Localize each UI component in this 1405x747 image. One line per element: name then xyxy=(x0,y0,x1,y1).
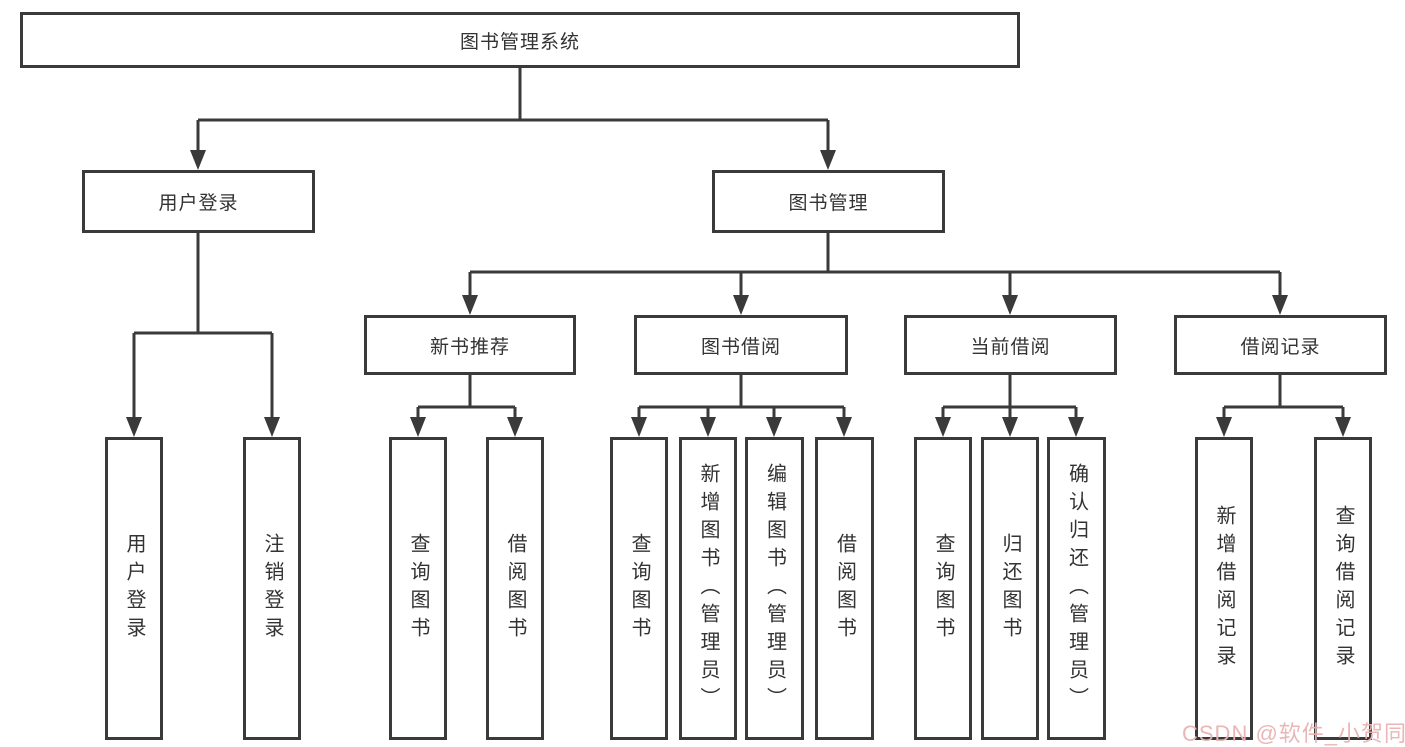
node-nb-query-books: 查询图书 xyxy=(389,437,447,740)
arrowhead-icon xyxy=(126,417,142,437)
node-book-management-branch: 图书管理 xyxy=(712,170,945,233)
node-user-login: 用户登录 xyxy=(105,437,163,740)
connector-records-stem xyxy=(1222,375,1345,420)
arrowhead-icon xyxy=(1272,295,1288,315)
node-cb-return-books: 归还图书 xyxy=(981,437,1039,740)
csdn-watermark: CSDN @软件_小贺同学 xyxy=(1182,721,1405,746)
node-nb-borrow-books: 借阅图书 xyxy=(486,437,544,740)
connector-root-stem xyxy=(196,68,830,152)
node-label: 借阅记录 xyxy=(1240,336,1321,358)
node-book-borrow: 图书借阅 xyxy=(634,315,848,375)
node-label: 注销登录 xyxy=(261,532,283,645)
node-label: 查询图书 xyxy=(932,532,954,645)
arrowhead-icon xyxy=(462,295,478,315)
arrowhead-icon xyxy=(1216,417,1232,437)
node-logout: 注销登录 xyxy=(243,437,301,740)
connector-bookborrow-stem xyxy=(637,375,846,420)
node-current-borrow: 当前借阅 xyxy=(904,315,1117,375)
node-new-book-recommend: 新书推荐 xyxy=(364,315,576,375)
arrowhead-icon xyxy=(820,150,836,170)
node-label: 新书推荐 xyxy=(429,336,510,358)
node-label: 编辑图书（管理员） xyxy=(763,462,786,715)
node-library-system: 图书管理系统 xyxy=(20,12,1020,68)
node-bb-query-books: 查询图书 xyxy=(610,437,668,740)
node-borrow-records: 借阅记录 xyxy=(1174,315,1387,375)
arrowhead-icon xyxy=(935,417,951,437)
arrowhead-icon xyxy=(190,150,206,170)
arrowhead-icon xyxy=(410,417,426,437)
arrowhead-icon xyxy=(700,417,716,437)
node-label: 确认归还（管理员） xyxy=(1065,462,1088,715)
arrowheads xyxy=(126,150,1351,437)
connector-currentborrow-stem xyxy=(941,375,1078,420)
node-br-query-record: 查询借阅记录 xyxy=(1314,437,1372,740)
arrowhead-icon xyxy=(1002,417,1018,437)
node-label: 查询图书 xyxy=(407,532,429,645)
node-label: 新增图书（管理员） xyxy=(697,462,719,715)
node-bb-edit-books-admin: 编辑图书（管理员） xyxy=(745,437,804,740)
node-label: 归还图书 xyxy=(999,532,1021,645)
node-label: 查询图书 xyxy=(628,532,650,645)
node-label: 借阅图书 xyxy=(833,532,856,645)
arrowhead-icon xyxy=(1068,417,1084,437)
node-cb-confirm-return-admin: 确认归还（管理员） xyxy=(1047,437,1106,740)
arrowhead-icon xyxy=(631,417,647,437)
node-label: 图书借阅 xyxy=(700,336,781,358)
connector-newbook-stem xyxy=(416,375,517,420)
node-label: 图书管理系统 xyxy=(459,31,580,53)
node-label: 借阅图书 xyxy=(504,532,526,645)
arrowhead-icon xyxy=(507,417,523,437)
node-label: 图书管理 xyxy=(788,193,869,214)
arrowhead-icon xyxy=(766,417,782,437)
connector-lines xyxy=(132,68,1345,420)
arrowhead-icon xyxy=(836,417,852,437)
node-user-login-branch: 用户登录 xyxy=(82,170,315,233)
connector-bookmgmt-stem xyxy=(468,233,1282,298)
node-label: 新增借阅记录 xyxy=(1213,504,1235,673)
node-cb-query-books: 查询图书 xyxy=(914,437,972,740)
arrowhead-icon xyxy=(733,295,749,315)
node-label: 用户登录 xyxy=(123,532,145,645)
arrowhead-icon xyxy=(1002,295,1018,315)
node-bb-borrow-books: 借阅图书 xyxy=(815,437,874,740)
node-label: 查询借阅记录 xyxy=(1332,504,1354,673)
arrowhead-icon xyxy=(1335,417,1351,437)
node-label: 用户登录 xyxy=(158,193,239,214)
node-label: 当前借阅 xyxy=(970,336,1051,358)
connector-userlogin-stem xyxy=(132,233,274,420)
node-bb-add-books-admin: 新增图书（管理员） xyxy=(679,437,737,740)
arrowhead-icon xyxy=(264,417,280,437)
node-br-add-record: 新增借阅记录 xyxy=(1195,437,1253,740)
